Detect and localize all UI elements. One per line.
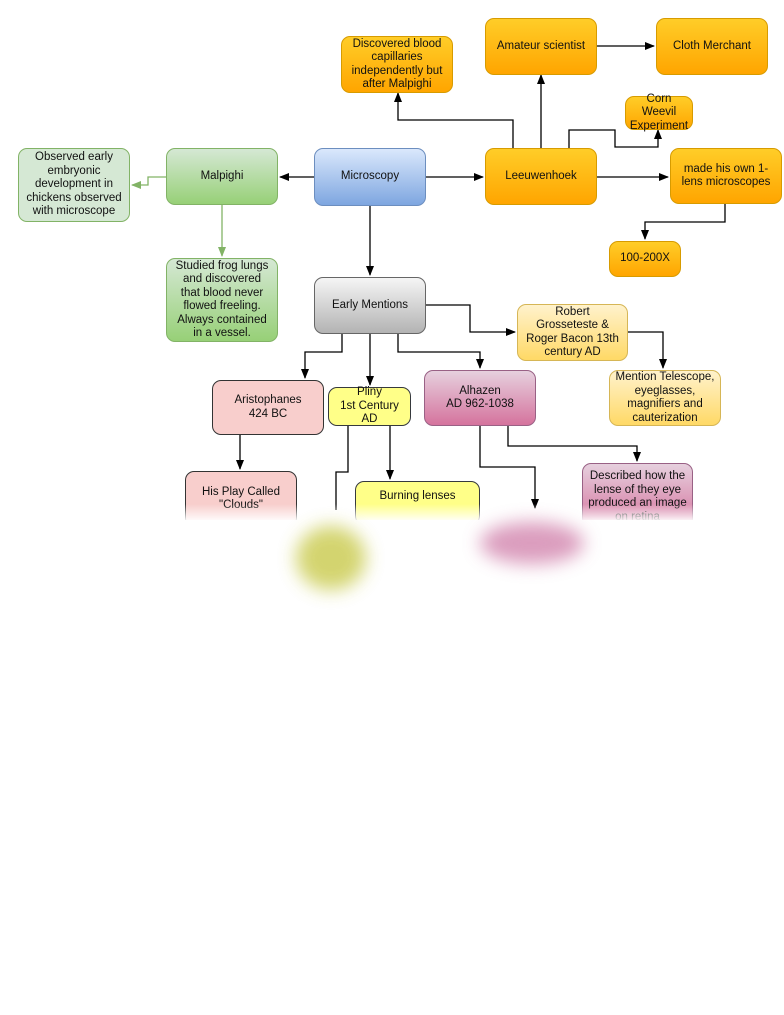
early-mentions-node: Early Mentions: [314, 277, 426, 334]
corn-weevil-node: Corn Weevil Experiment: [625, 93, 693, 132]
alhazen-node: Alhazen AD 962-1038: [424, 370, 536, 426]
fade-overlay: [0, 504, 784, 522]
magnification-node: 100-200X: [609, 241, 681, 277]
blurred-shape-magenta: [480, 522, 584, 564]
edge-alhazen-eye: [507, 426, 641, 462]
microscopy-node: Microscopy: [314, 148, 426, 206]
own-lens-node: made his own 1-lens microscopes: [670, 148, 782, 204]
blurred-shape-yellow: [296, 526, 366, 590]
edge-pliny-down: [335, 426, 349, 510]
malpighi-frog-node: Studied frog lungs and discovered that b…: [166, 258, 278, 342]
edge-leeuwenhoek-capillaries: [394, 92, 514, 148]
edge-early-grosseteste: [426, 304, 516, 336]
capillaries-node: Discovered blood capillaries independent…: [341, 36, 453, 93]
edge-early-aristophanes: [301, 334, 343, 379]
edge-grosseteste-telescope: [628, 331, 667, 369]
grosseteste-bacon-node: Robert Grosseteste & Roger Bacon 13th ce…: [517, 304, 628, 361]
cloth-merchant-node: Cloth Merchant: [656, 18, 768, 75]
amateur-scientist-node: Amateur scientist: [485, 18, 597, 75]
malpighi-embryo-node: Observed early embryonic development in …: [18, 148, 130, 222]
edge-ownlens-magnification: [641, 204, 726, 240]
blurred-region: [0, 520, 784, 1015]
pliny-node: Pliny 1st Century AD: [328, 386, 411, 426]
telescope-mention-node: Mention Telescope, eyeglasses, magnifier…: [609, 370, 721, 426]
edge-early-alhazen: [397, 334, 484, 369]
edge-leeuwenhoek-weevil: [568, 129, 662, 148]
malpighi-node: Malpighi: [166, 148, 278, 205]
edge-alhazen-down: [479, 426, 539, 509]
edge-malpighi-embryo: [131, 176, 166, 189]
leeuwenhoek-node: Leeuwenhoek: [485, 148, 597, 205]
aristophanes-node: Aristophanes 424 BC: [212, 380, 324, 435]
